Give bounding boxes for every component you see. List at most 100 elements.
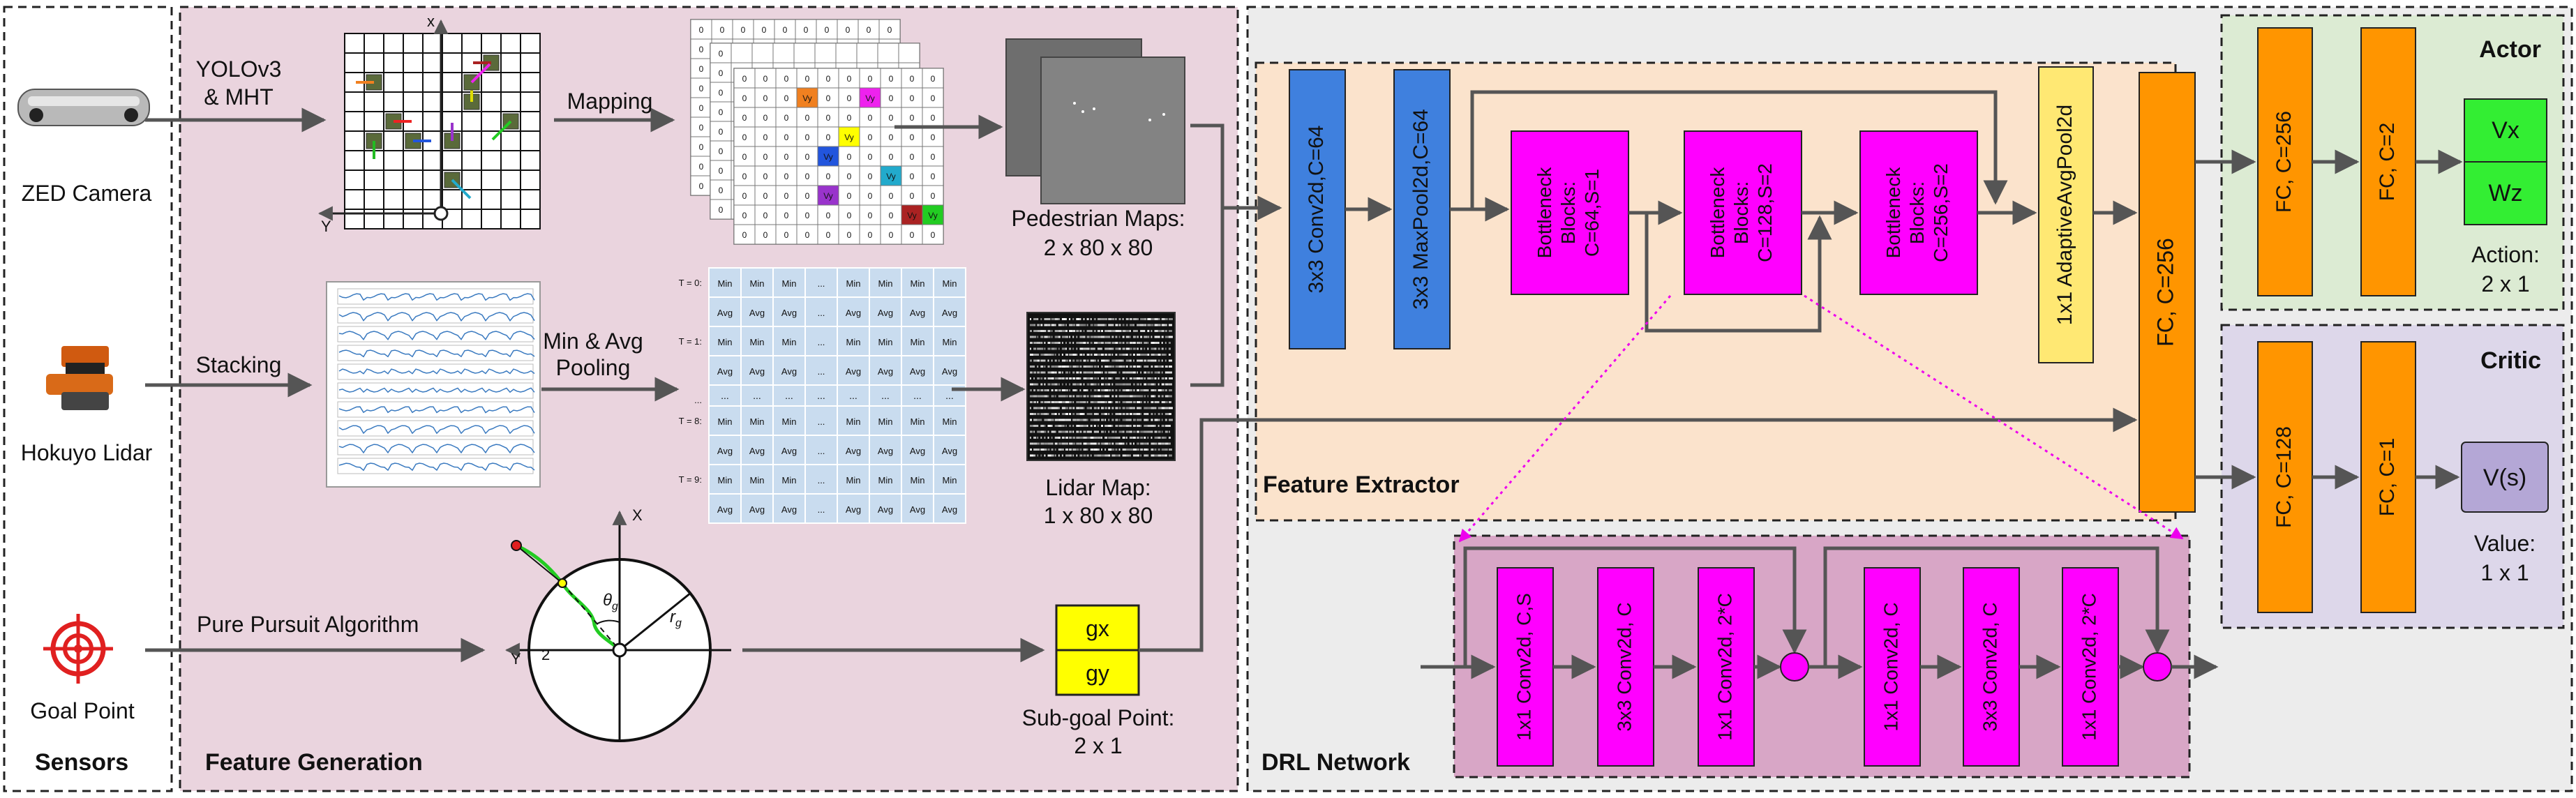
- velocity-map-cell-value: Vy: [886, 172, 896, 181]
- lidar-map-texel: [1154, 425, 1156, 427]
- velocity-map-cell: [710, 121, 732, 142]
- velocity-map-cell-value: 0: [910, 172, 915, 181]
- lidar-map-texel: [1054, 324, 1056, 326]
- lidar-map-texel: [1168, 389, 1172, 391]
- lidar-map-texel: [1058, 425, 1062, 427]
- label-yolov3: YOLOv3: [196, 57, 282, 82]
- velocity-map-cell-value: 0: [719, 205, 724, 215]
- velocity-map-cell-value: 0: [742, 211, 747, 220]
- velocity-map-cell-value: 0: [699, 123, 704, 133]
- lidar-map-texel: [1093, 407, 1097, 409]
- lidar-map-texel: [1151, 330, 1153, 332]
- velocity-map-cell-value: 0: [804, 25, 809, 35]
- lidar-map-texel: [1108, 354, 1111, 356]
- lidar-map-texel: [1093, 383, 1097, 386]
- pool-table-cell-text: Avg: [846, 366, 861, 377]
- pool-table-cell-text: Min: [782, 278, 797, 289]
- lidar-map-texel: [1137, 430, 1139, 433]
- pool-table-cell-text: Min: [782, 416, 797, 427]
- lidar-map-texel: [1086, 454, 1089, 457]
- lidar-map-texel: [1108, 383, 1111, 386]
- actor-fc-2-label: FC, C=2: [2376, 123, 2399, 202]
- velocity-map-cell: [753, 19, 775, 40]
- lidar-map-texel: [1072, 366, 1077, 368]
- lidar-map-texel: [1097, 354, 1101, 356]
- lidar-map-texel: [1072, 401, 1074, 403]
- lidar-map-texel: [1137, 354, 1141, 356]
- lidar-map-texel: [1054, 389, 1058, 391]
- lidar-map-texel: [1165, 377, 1167, 379]
- lidar-map-texel: [1033, 449, 1038, 451]
- pool-table-cell: [933, 435, 966, 465]
- velocity-map-cell: [922, 165, 944, 186]
- lidar-map-texel: [1108, 413, 1110, 415]
- lidar-map-texel: [1086, 318, 1089, 320]
- lidar-map-texel: [1097, 442, 1100, 445]
- lidar-map-texel: [1115, 454, 1120, 457]
- velocity-map-cell-value: 0: [805, 113, 810, 123]
- lidar-map-texel: [1144, 419, 1148, 421]
- lidar-map-texel: [1076, 437, 1081, 439]
- lidar-map-texel: [1158, 449, 1160, 451]
- pool-table-cell-text: Avg: [781, 446, 797, 456]
- lidar-map-texel: [1154, 359, 1157, 362]
- lidar-map-texel: [1168, 413, 1171, 415]
- pool-table-cell-text: Avg: [846, 504, 861, 515]
- lidar-map-texel: [1108, 324, 1113, 326]
- lidar-map-texel: [1058, 377, 1062, 379]
- lidar-map-texel: [1104, 413, 1108, 415]
- scan-trace: [338, 462, 535, 472]
- lidar-map-texel: [1097, 318, 1101, 320]
- lidar-map-texel: [1104, 430, 1107, 433]
- lidar-map-texel: [1108, 330, 1112, 332]
- lidar-map-texel: [1061, 336, 1066, 338]
- lidar-map-caption: Lidar Map:: [1045, 475, 1151, 500]
- lidar-map-texel: [1044, 336, 1049, 338]
- lidar-map-texel: [1137, 359, 1141, 362]
- velocity-map-cell-value: 0: [763, 152, 768, 162]
- lidar-map-texel: [1122, 318, 1124, 320]
- lidar-map-texel: [1111, 354, 1114, 356]
- pool-table-cell-text: Avg: [749, 446, 765, 456]
- velocity-map-cell-value: Vy: [928, 211, 938, 220]
- lidar-map-texel: [1090, 347, 1095, 350]
- robot-position-icon: [433, 206, 449, 221]
- lidar-map-texel: [1069, 430, 1072, 433]
- lidar-map-texel: [1030, 437, 1031, 439]
- lidar-map-texel: [1151, 407, 1155, 409]
- lidar-map-texel: [1101, 449, 1102, 451]
- lidar-map-texel: [1044, 437, 1046, 439]
- lidar-map-texel: [1154, 324, 1158, 326]
- pool-table-cell-text: ...: [818, 475, 825, 485]
- lidar-map-texel: [1168, 318, 1173, 320]
- lidar-map-texel: [1083, 425, 1087, 427]
- velocity-map-cell-value: 0: [783, 25, 788, 35]
- velocity-map-cell-value: Vy: [865, 93, 875, 103]
- pool-table-cell: [869, 493, 902, 524]
- lidar-map-texel: [1118, 413, 1122, 415]
- lidar-map-texel: [1058, 324, 1062, 326]
- lidar-map-texel: [1165, 324, 1167, 326]
- lidar-map-texel: [1072, 318, 1074, 320]
- lidar-map-texel: [1147, 419, 1149, 421]
- lidar-map-texel: [1076, 377, 1080, 379]
- lidar-map-texel: [1097, 437, 1101, 439]
- pool-table-cell-text: ...: [849, 390, 858, 401]
- lidar-map-texel: [1147, 395, 1149, 398]
- lidar-map-texel: [1037, 336, 1039, 338]
- lidar-map-texel: [1090, 401, 1094, 403]
- lidar-map-texel: [1037, 383, 1039, 386]
- lidar-map-texel: [1158, 318, 1160, 320]
- velocity-map-cell-value: 0: [763, 74, 768, 84]
- lidar-map-texel: [1090, 383, 1094, 386]
- pool-table-cell-text: Min: [718, 475, 733, 485]
- lidar-map-texel: [1151, 425, 1155, 427]
- lidar-map-texel: [1111, 395, 1114, 398]
- lidar-map-texel: [1161, 454, 1166, 457]
- lidar-map-texel: [1065, 395, 1068, 398]
- lidar-map-texel: [1129, 395, 1133, 398]
- velocity-map-cell-value: 0: [699, 181, 704, 191]
- pool-table-cell-text: ...: [818, 308, 825, 318]
- pool-table-cell-text: Min: [782, 337, 797, 347]
- lidar-map-texel: [1132, 449, 1137, 451]
